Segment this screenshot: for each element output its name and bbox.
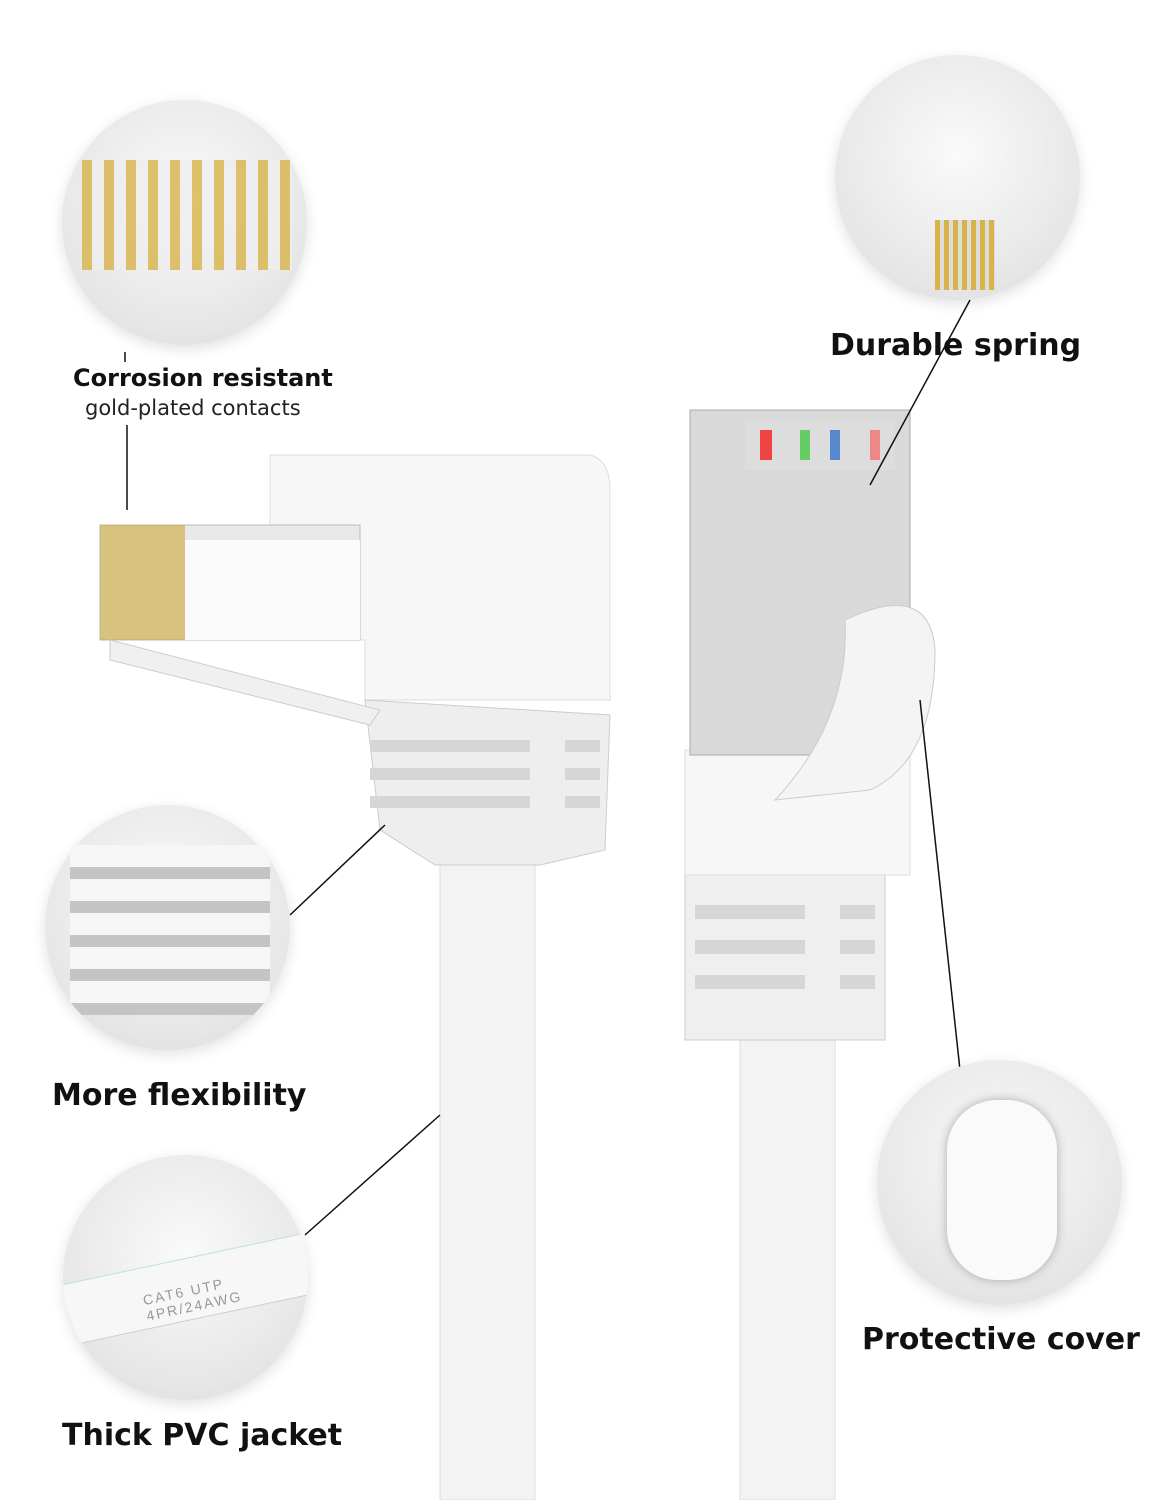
contacts-detail-circle [62,100,307,345]
spring-label: Durable spring [830,328,1082,363]
contacts-subtitle: gold-plated contacts [85,396,301,420]
cover-detail-circle [877,1060,1122,1305]
jacket-detail-circle: CAT6 UTP 4PR/24AWG [63,1155,308,1400]
angled-connector [99,454,611,1500]
flexibility-detail-circle [45,805,290,1050]
contacts-title: Corrosion resistant [73,364,333,392]
straight-connector [684,409,936,1500]
flexibility-label: More flexibility [52,1078,307,1113]
spring-detail-circle [835,55,1080,300]
leader-lines [124,299,971,1236]
cover-label: Protective cover [862,1322,1140,1357]
jacket-label: Thick PVC jacket [62,1418,343,1453]
